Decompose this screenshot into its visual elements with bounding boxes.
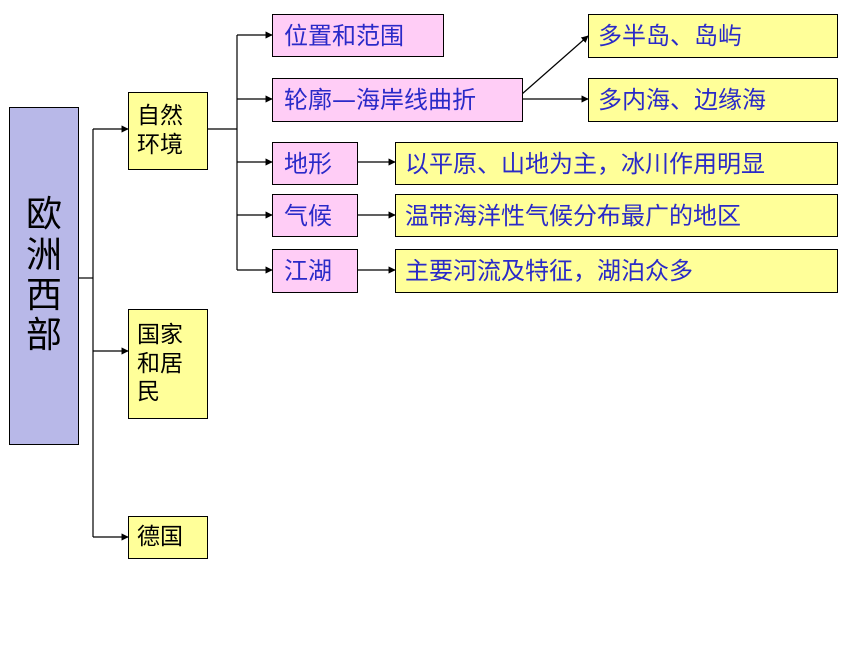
subtopic-terrain: 地形 [272, 142, 358, 185]
category-natural-environment: 自然环境 [128, 92, 208, 170]
detail-label: 温带海洋性气候分布最广的地区 [405, 201, 741, 230]
detail-inland-seas: 多内海、边缘海 [588, 78, 838, 122]
detail-label: 多半岛、岛屿 [598, 22, 742, 50]
category-germany: 德国 [128, 516, 208, 559]
subtopic-rivers-lakes: 江湖 [272, 249, 358, 293]
subtopic-label: 江湖 [284, 257, 332, 285]
root-node: 欧洲西部 [9, 107, 79, 445]
subtopic-location-range: 位置和范围 [272, 14, 444, 57]
category-label: 国家和居民 [137, 321, 183, 406]
subtopic-coastline: 轮廓—海岸线曲折 [272, 78, 523, 122]
category-countries-residents: 国家和居民 [128, 309, 208, 419]
subtopic-label: 气候 [284, 201, 332, 230]
detail-label: 以平原、山地为主，冰川作用明显 [405, 149, 765, 178]
category-label: 德国 [137, 524, 183, 551]
detail-rivers-lakes: 主要河流及特征，湖泊众多 [395, 249, 838, 293]
detail-maritime-climate: 温带海洋性气候分布最广的地区 [395, 194, 838, 237]
detail-peninsulas-islands: 多半岛、岛屿 [588, 14, 838, 58]
detail-label: 多内海、边缘海 [598, 86, 766, 114]
subtopic-label: 位置和范围 [284, 21, 404, 50]
detail-terrain-plains: 以平原、山地为主，冰川作用明显 [395, 142, 838, 185]
category-label: 自然环境 [137, 103, 183, 158]
root-label: 欧洲西部 [25, 194, 62, 357]
detail-label: 主要河流及特征，湖泊众多 [405, 257, 693, 285]
subtopic-label: 轮廓—海岸线曲折 [284, 86, 476, 114]
subtopic-climate: 气候 [272, 194, 358, 237]
subtopic-label: 地形 [284, 149, 332, 178]
